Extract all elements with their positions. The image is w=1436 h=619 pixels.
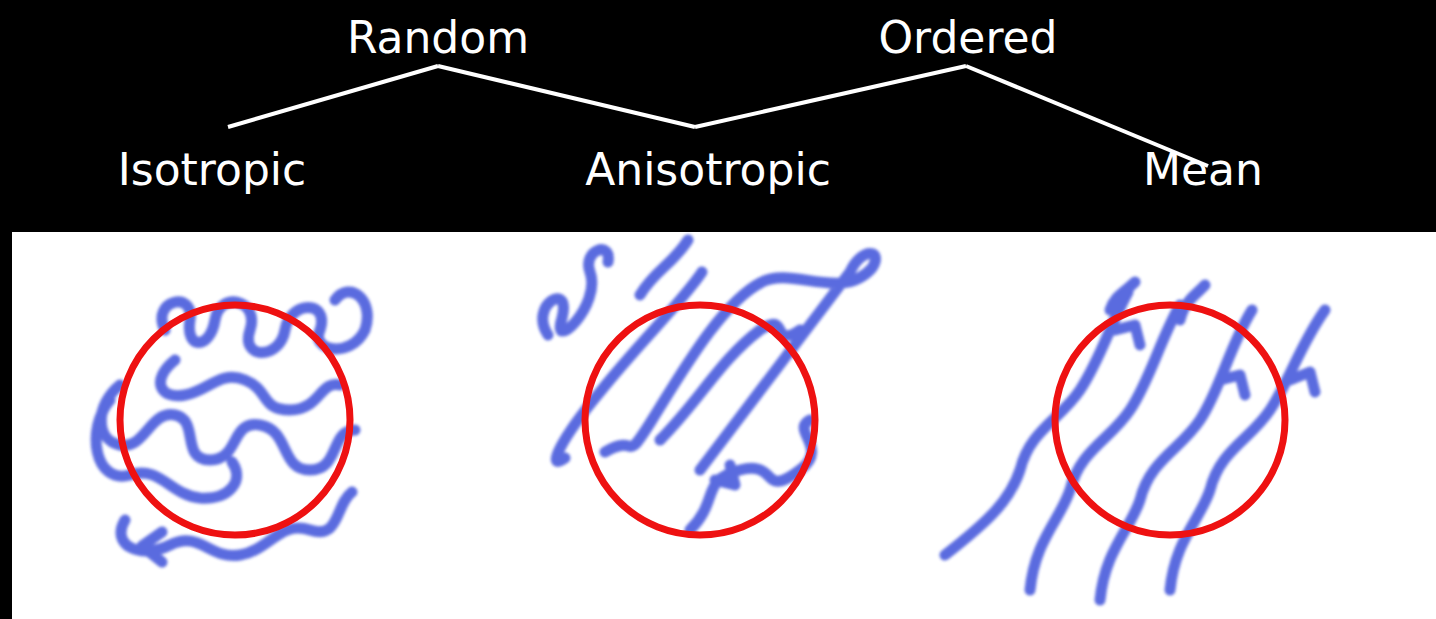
type-label: Isotropic: [118, 146, 306, 194]
header-band: [0, 0, 1436, 232]
edge-strip: [0, 232, 12, 619]
field-lines: [96, 240, 1325, 600]
sample-circles: [120, 305, 1285, 535]
category-label: Ordered: [878, 14, 1057, 62]
type-label: Anisotropic: [585, 146, 831, 194]
type-label: Mean: [1143, 146, 1263, 194]
category-label: Random: [347, 14, 529, 62]
